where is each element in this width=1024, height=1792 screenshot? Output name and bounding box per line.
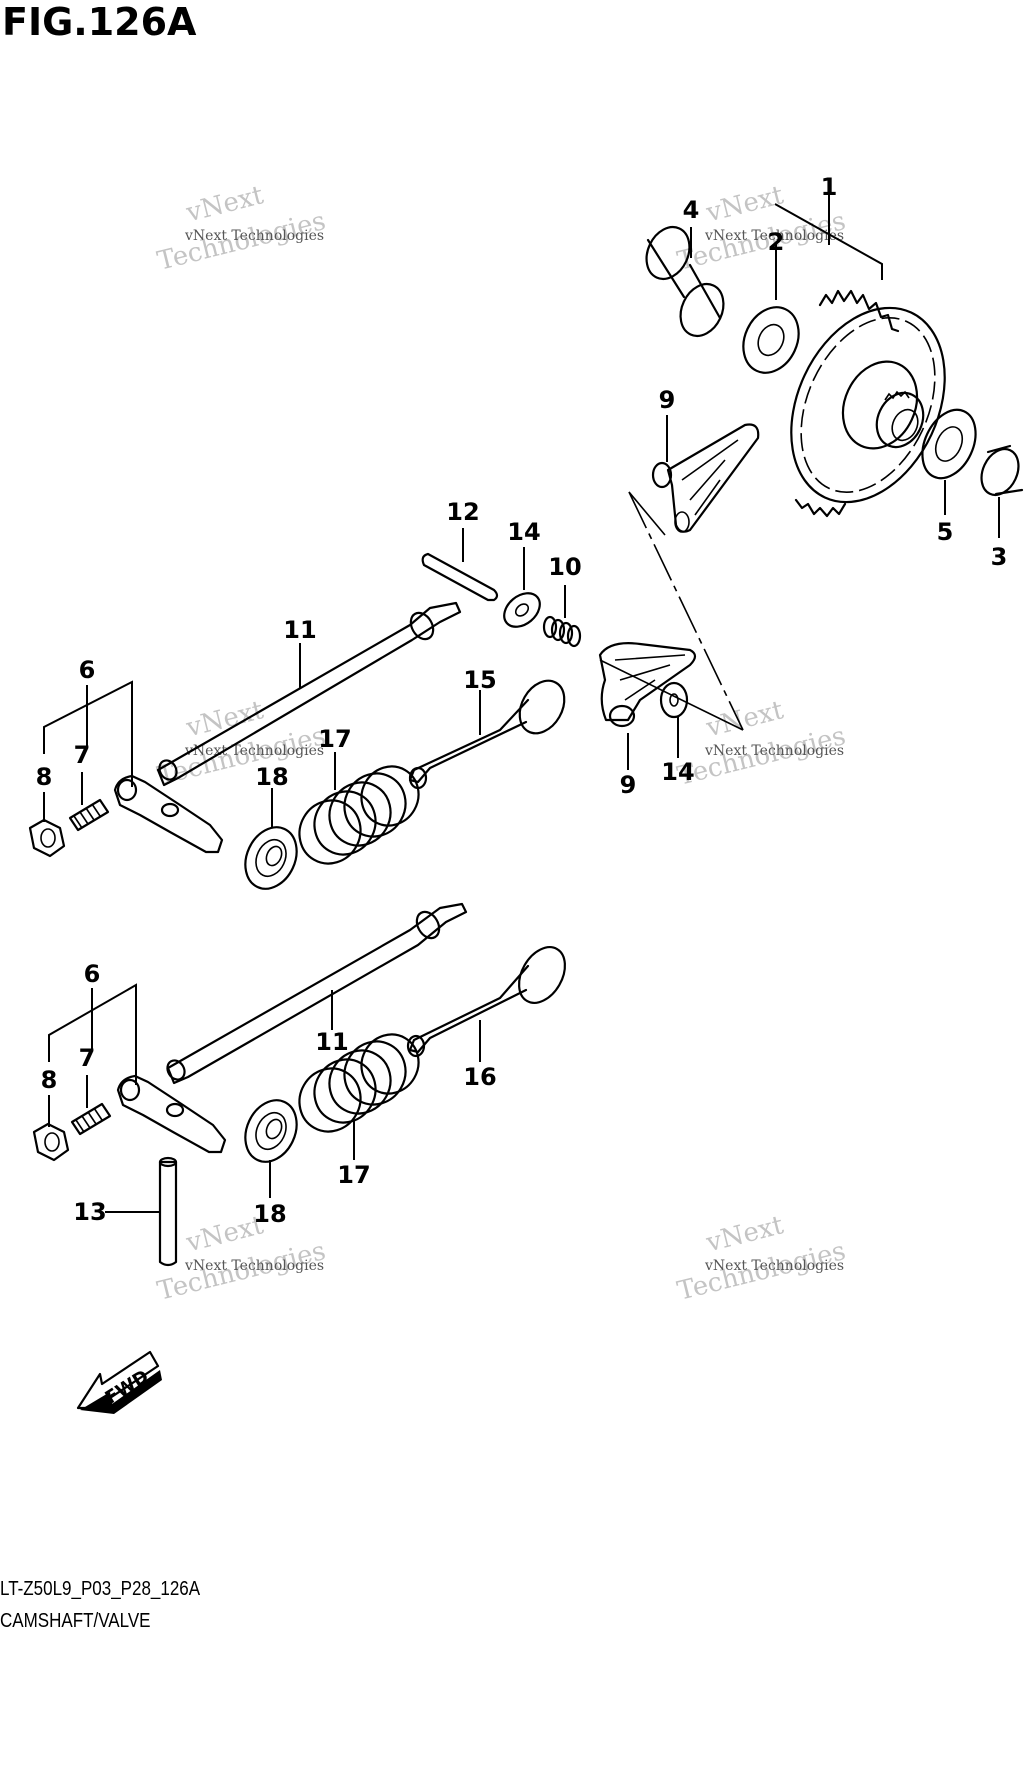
part-11-pushrod-lower[interactable] <box>164 902 468 1085</box>
fwd-arrow-icon: FWD <box>76 1350 162 1414</box>
section-name: CAMSHAFT/VALVE <box>0 1610 151 1632</box>
callout-labels: 1 4 2 5 3 9 12 14 10 11 15 9 14 17 18 6 … <box>36 173 1008 1228</box>
callout-14-lower: 14 <box>661 758 694 786</box>
watermark-label: vNext Technologies <box>184 1258 324 1274</box>
callout-14-upper: 14 <box>507 518 540 546</box>
callout-17-upper: 17 <box>318 725 351 753</box>
callout-18-lower: 18 <box>253 1200 286 1228</box>
part-9-rocker-bracket-lower[interactable] <box>598 642 697 728</box>
callout-6-lower: 6 <box>84 960 101 988</box>
part-16-exhaust-valve[interactable] <box>406 939 574 1058</box>
callout-10: 10 <box>548 553 581 581</box>
callout-2: 2 <box>768 228 785 256</box>
callout-9-lower: 9 <box>620 771 637 799</box>
part-14-washer-lower[interactable] <box>659 681 689 719</box>
watermark-top-left: vNext Technologies vNext Technologies <box>154 180 328 277</box>
watermark-vnext: vNext <box>703 695 787 743</box>
watermark-bottom-right: vNext Technologies vNext Technologies <box>674 1210 848 1307</box>
part-17-valve-spring-lower[interactable] <box>288 1024 429 1143</box>
watermark-vnext: vNext <box>183 695 267 743</box>
callout-5: 5 <box>937 518 954 546</box>
watermark-vnext: vNext <box>703 1210 787 1258</box>
leader-lines <box>43 195 1000 1213</box>
part-4-bushing[interactable] <box>638 220 731 343</box>
part-10-spring[interactable] <box>542 615 582 648</box>
part-8-lock-nut-lower[interactable] <box>32 1122 70 1162</box>
part-7-adjust-screw-lower[interactable] <box>70 1102 112 1136</box>
callout-15: 15 <box>463 666 496 694</box>
part-15-intake-valve[interactable] <box>408 673 573 790</box>
part-6-rocker-arm-lower[interactable] <box>116 1074 227 1154</box>
callout-1: 1 <box>821 173 838 201</box>
watermark-label: vNext Technologies <box>704 1258 844 1274</box>
part-3-bushing[interactable] <box>974 443 1024 501</box>
callout-11-lower: 11 <box>315 1028 348 1056</box>
part-18-spring-retainer-upper[interactable] <box>236 819 307 897</box>
callout-7-upper: 7 <box>74 741 91 769</box>
callout-3: 3 <box>991 543 1008 571</box>
part-5-washer[interactable] <box>912 401 986 487</box>
callout-6-upper: 6 <box>79 656 96 684</box>
part-8-lock-nut-upper[interactable] <box>28 818 66 858</box>
part-1-camshaft-gear[interactable] <box>761 283 974 527</box>
watermark-label: vNext Technologies <box>184 743 324 759</box>
callout-18-upper: 18 <box>255 763 288 791</box>
part-13-rocker-shaft[interactable] <box>158 1156 178 1267</box>
callout-12: 12 <box>446 498 479 526</box>
watermark-label: vNext Technologies <box>184 228 324 244</box>
part-12-pin[interactable] <box>421 552 499 602</box>
watermark-vnext: vNext <box>183 180 267 228</box>
callout-7-lower: 7 <box>79 1044 96 1072</box>
part-11-pushrod-upper[interactable] <box>156 601 462 787</box>
part-17-valve-spring-upper[interactable] <box>288 756 429 875</box>
callout-4: 4 <box>683 196 700 224</box>
callout-8-lower: 8 <box>41 1066 58 1094</box>
callout-13: 13 <box>73 1198 106 1226</box>
part-2-washer[interactable] <box>733 298 809 382</box>
watermark-label: vNext Technologies <box>704 228 844 244</box>
callout-11-upper: 11 <box>283 616 316 644</box>
part-18-spring-retainer-lower[interactable] <box>236 1092 307 1170</box>
callout-8-upper: 8 <box>36 763 53 791</box>
part-14-washer-upper[interactable] <box>498 586 547 633</box>
reference-code: LT-Z50L9_P03_P28_126A <box>0 1578 201 1600</box>
watermark-label: vNext Technologies <box>704 743 844 759</box>
watermark-bottom-left: vNext Technologies vNext Technologies <box>154 1210 328 1307</box>
watermark-vnext: vNext <box>703 180 787 228</box>
callout-9-upper: 9 <box>659 386 676 414</box>
part-7-adjust-screw-upper[interactable] <box>68 798 110 832</box>
callout-16: 16 <box>463 1063 496 1091</box>
part-9-rocker-bracket-upper[interactable] <box>651 423 760 533</box>
callout-17-lower: 17 <box>337 1161 370 1189</box>
figure-title: FIG.126A <box>2 0 197 44</box>
